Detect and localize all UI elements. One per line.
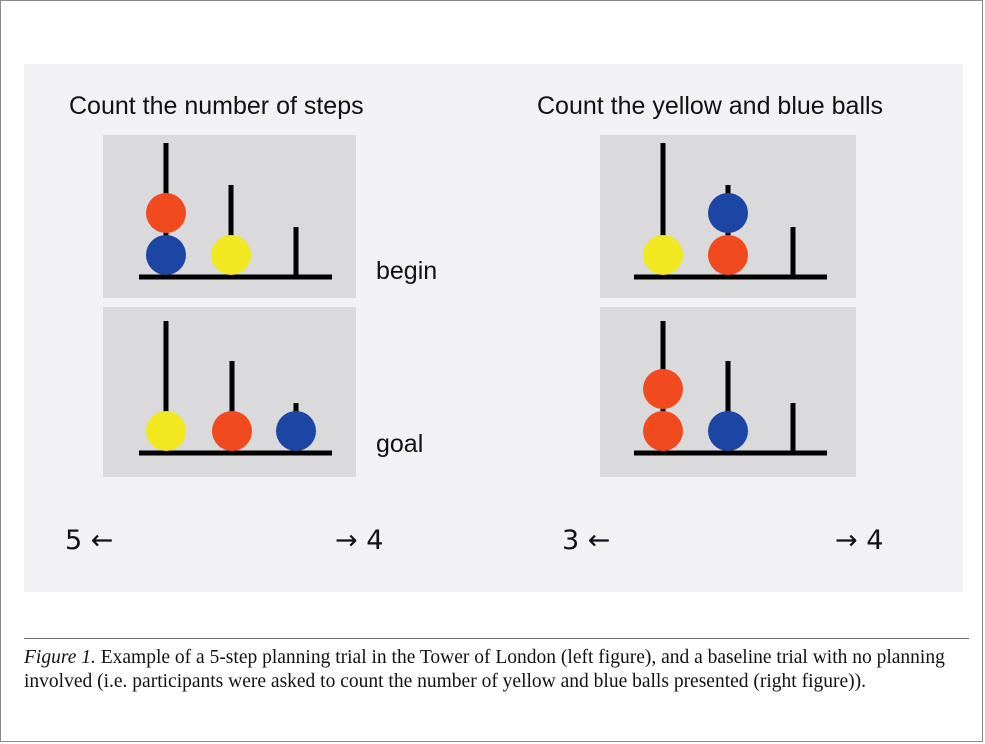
left-count-right: → 4	[335, 525, 384, 556]
ball-blue	[146, 235, 186, 275]
ball-red	[708, 235, 748, 275]
goal-label: goal	[376, 430, 424, 458]
ball-yellow	[146, 411, 186, 451]
left-count-left: 5 ←	[65, 525, 114, 556]
left-figure-title: Count the number of steps	[69, 92, 364, 120]
right-figure-title: Count the yellow and blue balls	[537, 92, 884, 120]
ball-yellow	[643, 235, 683, 275]
caption-rule	[24, 638, 969, 639]
right-count-right: → 4	[835, 525, 884, 556]
right-bottom-tower	[634, 321, 827, 456]
ball-yellow	[211, 235, 251, 275]
right-count-left: 3 ←	[562, 525, 611, 556]
ball-red	[212, 411, 252, 451]
begin-label: begin	[376, 257, 438, 285]
caption-text: Example of a 5-step planning trial in th…	[24, 647, 945, 692]
left-begin-panel	[103, 135, 356, 298]
right-top-panel	[600, 135, 856, 298]
left-goal-tower	[139, 321, 332, 456]
right-bottom-panel	[600, 307, 856, 477]
caption-figure-label: Figure 1.	[24, 647, 96, 668]
ball-red	[643, 369, 683, 409]
left-begin-tower	[139, 143, 332, 280]
left-goal-panel	[103, 307, 356, 477]
ball-blue	[708, 411, 748, 451]
ball-blue	[276, 411, 316, 451]
ball-red	[643, 411, 683, 451]
right-top-tower	[634, 143, 827, 280]
ball-red	[146, 193, 186, 233]
figure-caption: Figure 1. Example of a 5-step planning t…	[24, 646, 969, 694]
ball-blue	[708, 193, 748, 233]
